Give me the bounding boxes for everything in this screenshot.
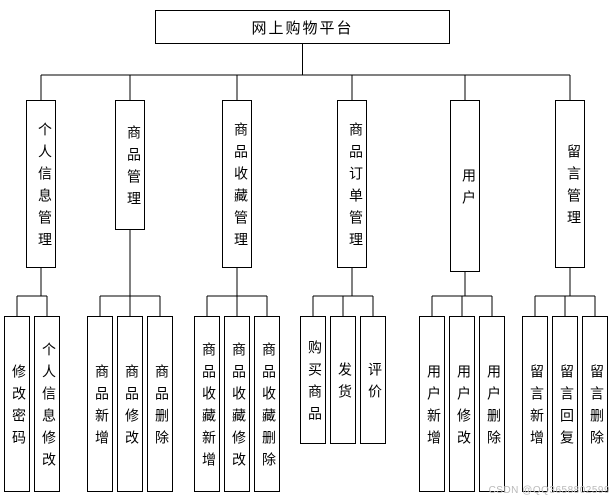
root-node-online-shopping-platform: 网上购物平台: [155, 10, 450, 44]
branch-personal-info-mgmt: 个人信息管理: [26, 100, 56, 268]
leaf-favorite-add: 商品收藏新增: [194, 316, 220, 492]
leaf-message-add: 留言新增: [522, 316, 548, 492]
branch-product-mgmt: 商品管理: [115, 100, 145, 230]
branch-product-favorite-mgmt: 商品收藏管理: [222, 100, 252, 268]
leaf-user-modify: 用户修改: [449, 316, 475, 492]
leaf-product-delete: 商品删除: [147, 316, 173, 492]
leaf-user-add: 用户新增: [419, 316, 445, 492]
leaf-favorite-delete: 商品收藏删除: [254, 316, 280, 492]
leaf-modify-password: 修改密码: [4, 316, 30, 492]
branch-product-order-mgmt: 商品订单管理: [337, 100, 367, 268]
leaf-product-add: 商品新增: [87, 316, 113, 492]
leaf-personal-info-modify: 个人信息修改: [34, 316, 60, 492]
csdn-watermark: CSDN @QQ3658802599: [488, 485, 610, 496]
branch-message-mgmt: 留言管理: [555, 100, 585, 268]
leaf-ship-goods: 发货: [330, 316, 356, 444]
leaf-user-delete: 用户删除: [479, 316, 505, 492]
branch-user: 用户: [450, 100, 480, 272]
leaf-product-modify: 商品修改: [117, 316, 143, 492]
leaf-message-delete: 留言删除: [582, 316, 608, 492]
leaf-buy-product: 购买商品: [300, 316, 326, 444]
leaf-message-reply: 留言回复: [552, 316, 578, 492]
leaf-favorite-modify: 商品收藏修改: [224, 316, 250, 492]
leaf-review: 评价: [360, 316, 386, 444]
